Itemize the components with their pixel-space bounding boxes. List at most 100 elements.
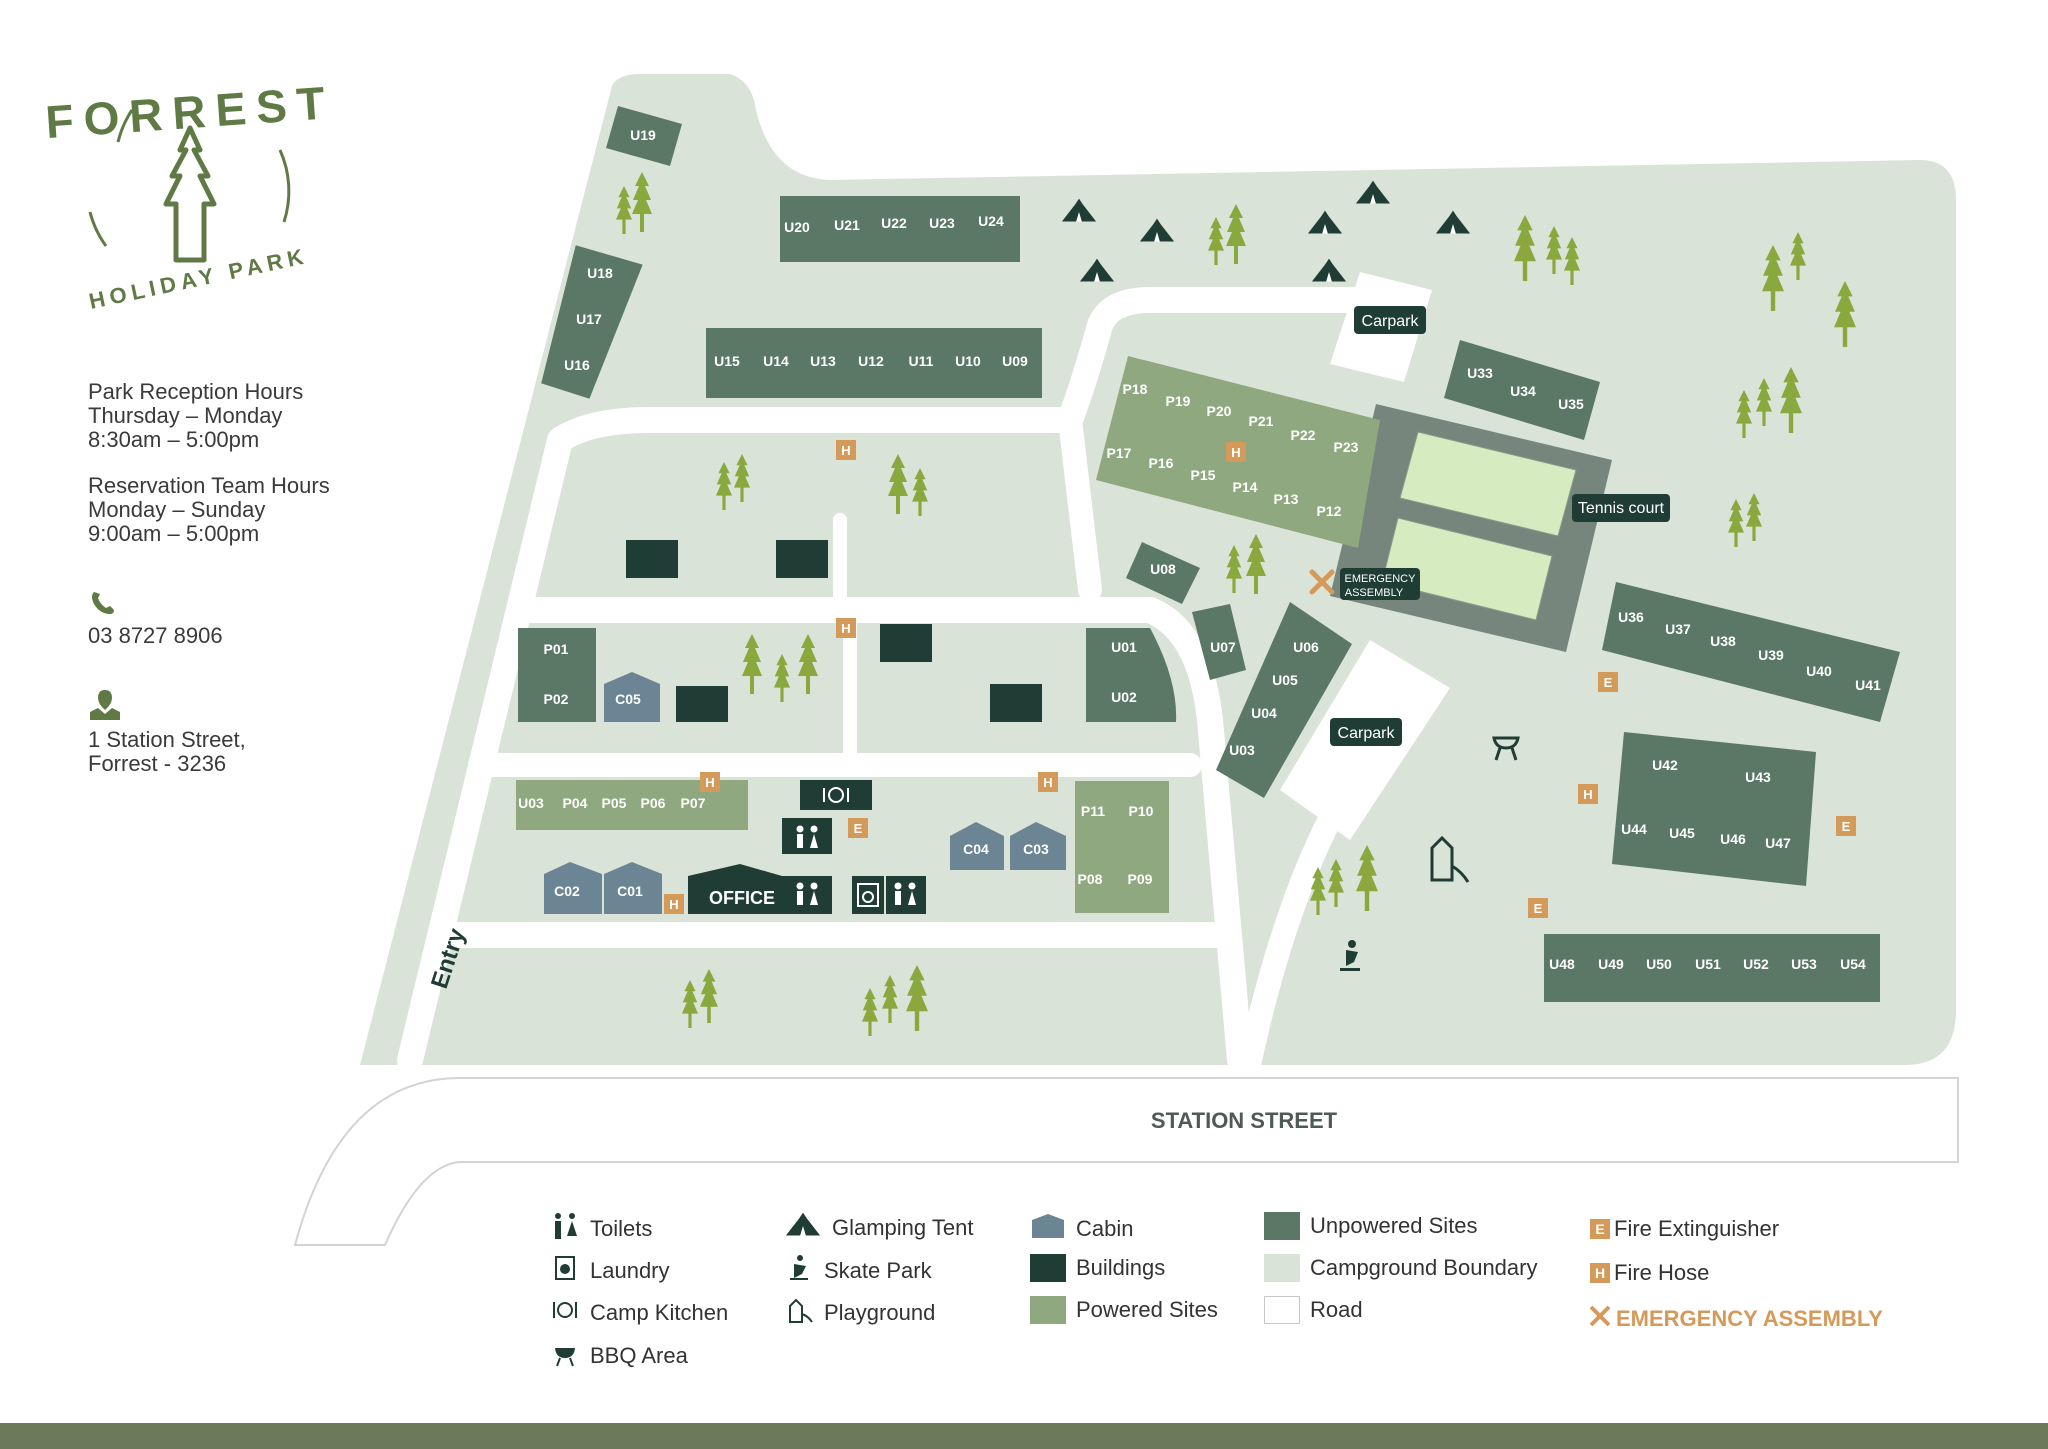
reception-time: 8:30am – 5:00pm <box>88 427 260 452</box>
cabin-C05: C05 <box>615 691 641 707</box>
site-U49: U49 <box>1598 956 1624 972</box>
emergency-assembly-icon <box>1588 1304 1612 1334</box>
legend-powered: Powered Sites <box>1030 1296 1218 1324</box>
svg-text:H: H <box>705 775 714 790</box>
fire-extinguisher-marker: E <box>848 818 868 838</box>
site-U12: U12 <box>858 353 884 369</box>
legend-boundary: Campground Boundary <box>1264 1254 1537 1282</box>
emergency-label-2: ASSEMBLY <box>1345 587 1404 599</box>
legend-extinguisher: E Fire Extinguisher <box>1590 1216 1779 1242</box>
legend-skate: Skate Park <box>784 1254 932 1288</box>
legend-buildings: Buildings <box>1030 1254 1165 1282</box>
legend-road: Road <box>1264 1296 1363 1324</box>
site-P10: P10 <box>1129 803 1154 819</box>
svg-text:H: H <box>669 897 678 912</box>
cabin-C01: C01 <box>617 883 643 899</box>
legend-glamping-label: Glamping Tent <box>832 1215 974 1240</box>
site-U03b: U03 <box>1229 742 1255 758</box>
tennis-court-label: Tennis court <box>1578 500 1665 517</box>
site-U40: U40 <box>1806 663 1832 679</box>
fire-hose-marker: H <box>664 894 684 914</box>
site-U03: U03 <box>518 795 544 811</box>
site-P08: P08 <box>1078 871 1103 887</box>
cabin-C02: C02 <box>554 883 580 899</box>
legend-boundary-label: Campground Boundary <box>1310 1255 1538 1280</box>
legend-glamping: Glamping Tent <box>784 1212 973 1244</box>
location-icon <box>88 688 122 722</box>
site-P02: P02 <box>544 691 569 707</box>
carpark-south-label: Carpark <box>1338 725 1396 742</box>
legend-bbq-label: BBQ Area <box>590 1343 688 1368</box>
toilet-icon <box>550 1212 580 1246</box>
cabin-C04: C04 <box>963 841 989 857</box>
legend-hose: H Fire Hose <box>1590 1260 1709 1286</box>
map-labels: Carpark Carpark Tennis court EMERGENCY A… <box>1330 306 1670 746</box>
brand-name-bottom: HOLIDAY PARK <box>87 243 311 314</box>
footer-bar <box>0 1423 2048 1449</box>
site-U14: U14 <box>763 353 789 369</box>
site-U54: U54 <box>1840 956 1866 972</box>
site-U34: U34 <box>1510 383 1536 399</box>
site-P13: P13 <box>1274 491 1299 507</box>
legend-playground: Playground <box>784 1296 935 1330</box>
legend-laundry: Laundry <box>550 1254 670 1288</box>
site-U17: U17 <box>576 311 602 327</box>
tennis-court-1 <box>1399 431 1577 537</box>
site-U46: U46 <box>1720 831 1746 847</box>
laundry-icon <box>550 1254 580 1288</box>
legend-unpowered-label: Unpowered Sites <box>1310 1213 1478 1238</box>
fire-hose-marker: H <box>700 772 720 792</box>
laundry-icon <box>857 883 879 907</box>
site-U48: U48 <box>1549 956 1575 972</box>
site-U43: U43 <box>1745 769 1771 785</box>
site-U20: U20 <box>784 219 810 235</box>
site-U16: U16 <box>564 357 590 373</box>
cabin-C03: C03 <box>1023 841 1049 857</box>
skate-park-icon <box>784 1254 814 1288</box>
site-U51: U51 <box>1695 956 1721 972</box>
site-P07: P07 <box>681 795 706 811</box>
unpowered-sites: U19 U18 U17 U16 U20 U21 U22 U23 U24 U15 … <box>518 106 1900 1002</box>
fire-extinguisher-marker: E <box>1598 672 1618 692</box>
legend-toilets-label: Toilets <box>590 1216 653 1241</box>
site-U01: U01 <box>1111 639 1137 655</box>
legend-playground-label: Playground <box>824 1300 936 1325</box>
legend-road-label: Road <box>1310 1297 1363 1322</box>
site-U11: U11 <box>909 353 934 369</box>
site-U44: U44 <box>1621 821 1647 837</box>
fire-extinguisher-marker: E <box>1528 898 1548 918</box>
site-U24: U24 <box>978 213 1004 229</box>
phone-icon <box>88 588 118 618</box>
building-icons <box>796 787 916 907</box>
toilet-icon <box>796 882 818 905</box>
site-P09: P09 <box>1128 871 1153 887</box>
site-P21: P21 <box>1249 413 1274 429</box>
reservation-hours-title: Reservation Team Hours <box>88 473 330 498</box>
reception-hours-title: Park Reception Hours <box>88 379 304 404</box>
powered-swatch <box>1030 1296 1066 1324</box>
site-U35: U35 <box>1558 396 1584 412</box>
playground-icon <box>784 1296 814 1330</box>
site-P20: P20 <box>1207 403 1232 419</box>
tennis-court-2 <box>1381 517 1553 621</box>
site-P06: P06 <box>641 795 666 811</box>
buildings <box>626 540 1042 914</box>
address-line-2: Forrest - 3236 <box>88 751 227 776</box>
site-U08: U08 <box>1150 561 1176 577</box>
reception-days: Thursday – Monday <box>88 403 283 428</box>
phone-number[interactable]: 03 8727 8906 <box>88 623 223 648</box>
reservation-time: 9:00am – 5:00pm <box>88 521 260 546</box>
site-U52: U52 <box>1743 956 1769 972</box>
site-U36: U36 <box>1618 609 1644 625</box>
cabin-swatch <box>1030 1212 1066 1246</box>
site-P19: P19 <box>1166 393 1191 409</box>
station-street-road <box>293 1077 1959 1246</box>
road-swatch <box>1264 1296 1300 1324</box>
legend-camp-kitchen: Camp Kitchen <box>550 1296 728 1330</box>
site-P22: P22 <box>1291 427 1316 443</box>
site-U50: U50 <box>1646 956 1672 972</box>
legend-skate-label: Skate Park <box>824 1258 932 1283</box>
roads <box>397 287 1373 1073</box>
fire-hose-marker: H <box>836 618 856 638</box>
svg-text:H: H <box>841 621 850 636</box>
